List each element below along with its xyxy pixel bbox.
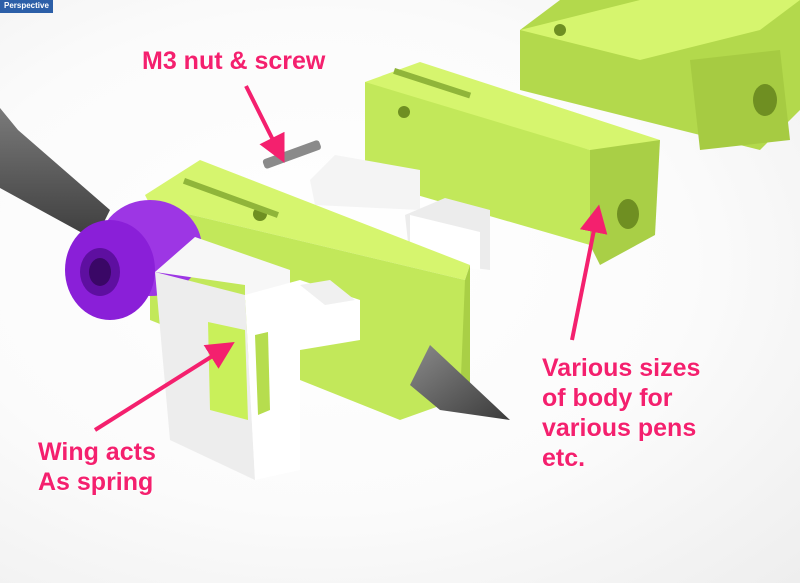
body-sizes-line-3: various pens <box>542 414 697 442</box>
body-sizes-annotation: Various sizes of body for various pens e… <box>542 353 700 473</box>
arrow-nut-screw <box>244 85 285 164</box>
pen-rod <box>0 108 110 240</box>
arrow-body-sizes <box>570 204 608 341</box>
arrow-wing-spring <box>93 342 235 432</box>
middle-body <box>365 62 660 265</box>
nut-screw-line: M3 nut & screw <box>142 47 326 75</box>
body-sizes-line-2: of body for <box>542 384 673 412</box>
wing-spring-annotation: Wing acts As spring <box>38 437 156 497</box>
front-clip <box>155 237 360 480</box>
body-sizes-line-1: Various sizes <box>542 354 701 382</box>
wing-spring-line-1: Wing acts <box>38 438 156 466</box>
pen-tip-cone <box>410 345 510 420</box>
wing-spring-line-2: As spring <box>38 468 154 496</box>
viewport-label[interactable]: Perspective <box>0 0 53 13</box>
back-body <box>520 0 800 150</box>
nut-screw-annotation: M3 nut & screw <box>142 46 325 76</box>
body-sizes-line-4: etc. <box>542 444 586 472</box>
